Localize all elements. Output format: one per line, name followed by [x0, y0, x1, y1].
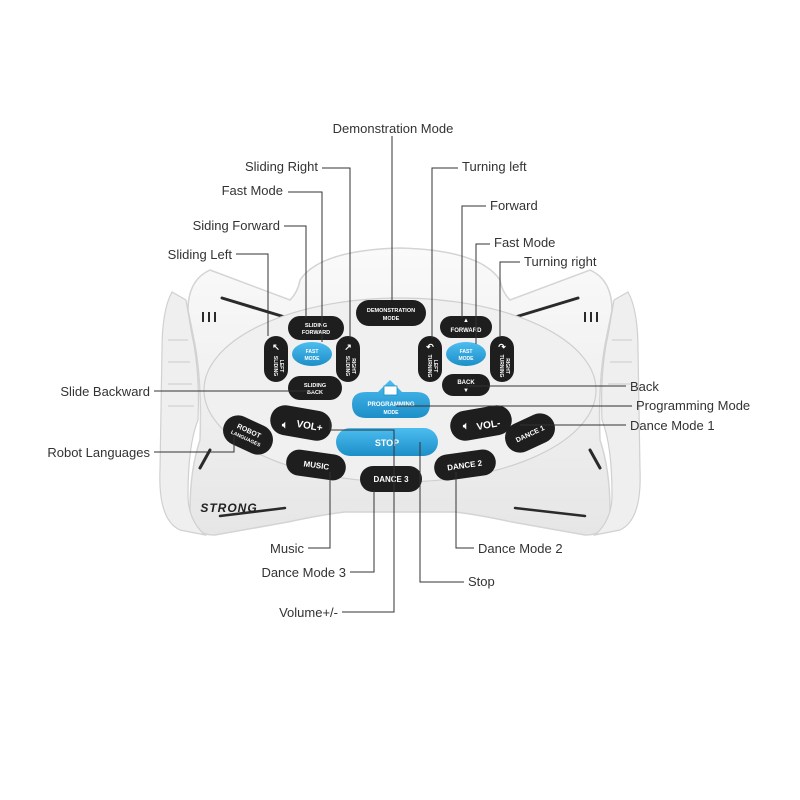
leader-stop: [419, 442, 464, 583]
leader-music: [308, 472, 331, 549]
forward-button[interactable]: ▲ FORWARD: [440, 316, 492, 338]
programming-mode-button[interactable]: PROGRAMMING MODE: [352, 380, 430, 418]
leader-siding-forward: [284, 225, 307, 318]
label-stop: Stop: [468, 574, 495, 589]
fast-right-line1: FAST: [460, 349, 473, 355]
leader-forward: [461, 205, 486, 318]
leader-lines: [154, 136, 632, 613]
label-volume: Volume+/-: [279, 605, 338, 620]
stop-label: STOP: [375, 438, 399, 448]
back-arrow: ▼: [463, 388, 469, 394]
programming-line2: MODE: [384, 410, 400, 416]
sliding-right-line1: SLIDING: [344, 356, 350, 376]
turning-left-line2: LEFT: [432, 360, 438, 373]
label-dance-mode-1: Dance Mode 1: [630, 418, 715, 433]
fast-left-line2: MODE: [305, 356, 321, 362]
fast-right-line2: MODE: [459, 356, 475, 362]
sliding-right-button[interactable]: ↗ SLIDING RIGHT: [336, 336, 360, 382]
dance-3-label: DANCE 3: [373, 475, 409, 484]
vol-minus-label: VOL-: [476, 418, 501, 433]
fast-left-line1: FAST: [306, 349, 319, 355]
sliding-left-line2: LEFT: [278, 360, 284, 373]
label-demonstration-mode: Demonstration Mode: [333, 121, 454, 136]
vol-plus-label: VOL+: [295, 419, 323, 434]
label-music: Music: [270, 541, 304, 556]
leader-turning-right: [499, 261, 520, 336]
label-slide-backward: Slide Backward: [60, 384, 150, 399]
leader-dance-2: [455, 472, 474, 549]
volume-up-button[interactable]: 🔈︎ VOL+: [268, 403, 334, 443]
label-programming-mode: Programming Mode: [636, 398, 750, 413]
sliding-forward-line1: SLIDING: [305, 323, 327, 329]
label-dance-mode-3: Dance Mode 3: [261, 565, 346, 580]
robot-languages-button[interactable]: ROBOT LANGUAGES: [218, 410, 278, 459]
sliding-right-line2: RIGHT: [350, 358, 356, 374]
label-fast-mode-right: Fast Mode: [494, 235, 555, 250]
label-turning-right: Turning right: [524, 254, 597, 269]
speaker-icon-right: 🔈︎: [462, 421, 469, 432]
programming-icon: [383, 385, 398, 396]
back-button[interactable]: BACK ▼: [442, 374, 490, 396]
speaker-icon: 🔈︎: [281, 420, 288, 431]
demonstration-mode-button[interactable]: DEMONSTRATION MODE: [356, 300, 426, 326]
label-sliding-left: Sliding Left: [168, 247, 233, 262]
volume-down-button[interactable]: 🔈︎ VOL-: [448, 403, 514, 443]
stop-button[interactable]: STOP: [336, 428, 438, 456]
programming-line1: PROGRAMMING: [368, 402, 415, 408]
leader-fast-mode-right: [475, 243, 490, 344]
forward-label: FORWARD: [451, 328, 483, 334]
music-button[interactable]: MUSIC: [284, 448, 347, 482]
label-robot-languages: Robot Languages: [47, 445, 150, 460]
label-back: Back: [630, 379, 659, 394]
fast-mode-right-button[interactable]: FAST MODE: [446, 342, 486, 366]
sliding-back-line1: SLIDING: [304, 383, 326, 389]
sliding-right-arrow: ↗: [344, 342, 352, 352]
label-fast-mode-left: Fast Mode: [222, 183, 283, 198]
dance-2-button[interactable]: DANCE 2: [432, 448, 497, 482]
leader-fast-mode-left: [288, 191, 323, 342]
sliding-forward-button[interactable]: SLIDING FORWARD: [288, 316, 344, 340]
forward-arrow: ▲: [463, 318, 469, 324]
back-label: BACK: [457, 380, 475, 386]
callout-labels: Demonstration Mode Sliding Right Fast Mo…: [47, 121, 750, 620]
label-dance-mode-2: Dance Mode 2: [478, 541, 563, 556]
leader-turning-left: [431, 167, 458, 338]
turning-left-button[interactable]: ↶ TURNING LEFT: [418, 336, 442, 382]
turning-right-line2: RIGHT: [504, 358, 510, 374]
leader-sliding-right: [322, 167, 351, 338]
leader-dance-3: [350, 490, 375, 573]
music-label: MUSIC: [303, 459, 330, 472]
dance-3-button[interactable]: DANCE 3: [360, 466, 422, 492]
demonstration-line2: MODE: [383, 316, 400, 322]
turning-left-line1: TURNING: [426, 355, 432, 378]
dance-1-button[interactable]: DANCE 1: [500, 408, 560, 457]
sliding-back-button[interactable]: SLIDING BACK: [288, 376, 342, 400]
label-siding-forward: Siding Forward: [193, 218, 280, 233]
turning-right-line1: TURNING: [498, 355, 504, 378]
demonstration-line1: DEMONSTRATION: [367, 308, 415, 314]
fast-mode-left-button[interactable]: FAST MODE: [292, 342, 332, 366]
sliding-forward-line2: FORWARD: [302, 330, 330, 336]
label-sliding-right: Sliding Right: [245, 159, 318, 174]
sliding-left-line1: SLIDING: [272, 356, 278, 376]
turning-right-button[interactable]: ↷ TURNING RIGHT: [490, 336, 514, 382]
brand-logo: STRONG: [200, 501, 257, 515]
leader-volume: [329, 420, 395, 613]
label-forward: Forward: [490, 198, 538, 213]
leader-sliding-left: [236, 253, 269, 336]
label-turning-left: Turning left: [462, 159, 527, 174]
sliding-left-button[interactable]: ↖ SLIDING LEFT: [264, 336, 288, 382]
sliding-left-arrow: ↖: [272, 342, 280, 352]
sliding-back-line2: BACK: [307, 390, 323, 396]
leader-robot-languages: [154, 436, 235, 453]
turning-left-arrow: ↶: [425, 342, 434, 352]
buttons: DEMONSTRATION MODE SLIDING FORWARD FAST …: [218, 300, 560, 492]
turning-right-arrow: ↷: [498, 342, 506, 352]
